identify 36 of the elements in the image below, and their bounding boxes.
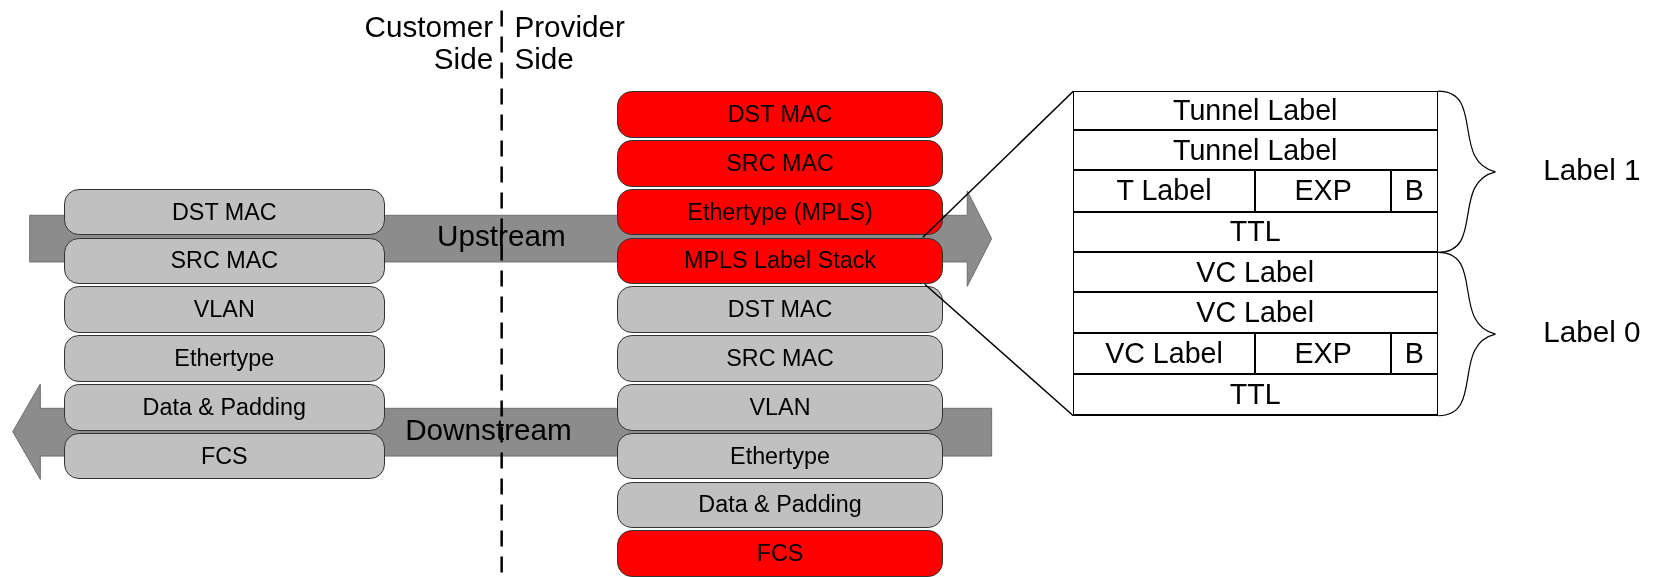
header-field: Data & Padding <box>63 383 385 431</box>
table-cell: VC Label <box>1072 332 1256 374</box>
header-field: VLAN <box>617 383 943 431</box>
side-label: Customer Side <box>363 10 494 76</box>
table-cell: EXP <box>1255 170 1391 212</box>
header-field: Data & Padding <box>617 481 943 529</box>
header-field: Ethertype <box>63 335 385 382</box>
table-cell: VC Label <box>1072 251 1438 293</box>
header-field: DST MAC <box>617 91 943 138</box>
header-field: FCS <box>617 530 943 577</box>
bracket-label: Label 0 <box>1543 316 1641 349</box>
table-cell: Tunnel Label <box>1072 129 1438 171</box>
connector-line <box>924 283 1075 417</box>
table-cell: TTL <box>1072 373 1438 416</box>
direction-label: Downstream <box>405 413 572 447</box>
header-field: Ethertype <box>617 432 943 480</box>
header-field: SRC MAC <box>617 140 943 187</box>
table-cell: B <box>1391 332 1438 374</box>
table-cell: VC Label <box>1072 292 1438 333</box>
label-stack-table <box>1073 91 1439 416</box>
table-cell: T Label <box>1072 170 1256 212</box>
header-field: SRC MAC <box>617 335 943 382</box>
side-label: Provider Side <box>514 10 626 76</box>
header-field: DST MAC <box>617 286 943 333</box>
header-field: DST MAC <box>63 188 385 236</box>
header-field: VLAN <box>63 286 385 333</box>
header-field: SRC MAC <box>63 237 385 285</box>
header-field: FCS <box>63 432 385 480</box>
header-field: MPLS Label Stack <box>617 237 943 285</box>
table-cell: EXP <box>1255 332 1391 374</box>
table-cell: TTL <box>1072 211 1438 252</box>
direction-label: Upstream <box>436 219 566 253</box>
table-cell: B <box>1391 170 1438 212</box>
header-field: Ethertype (MPLS) <box>617 188 943 236</box>
connector-line <box>921 90 1075 239</box>
bracket-label: Label 1 <box>1543 153 1641 187</box>
